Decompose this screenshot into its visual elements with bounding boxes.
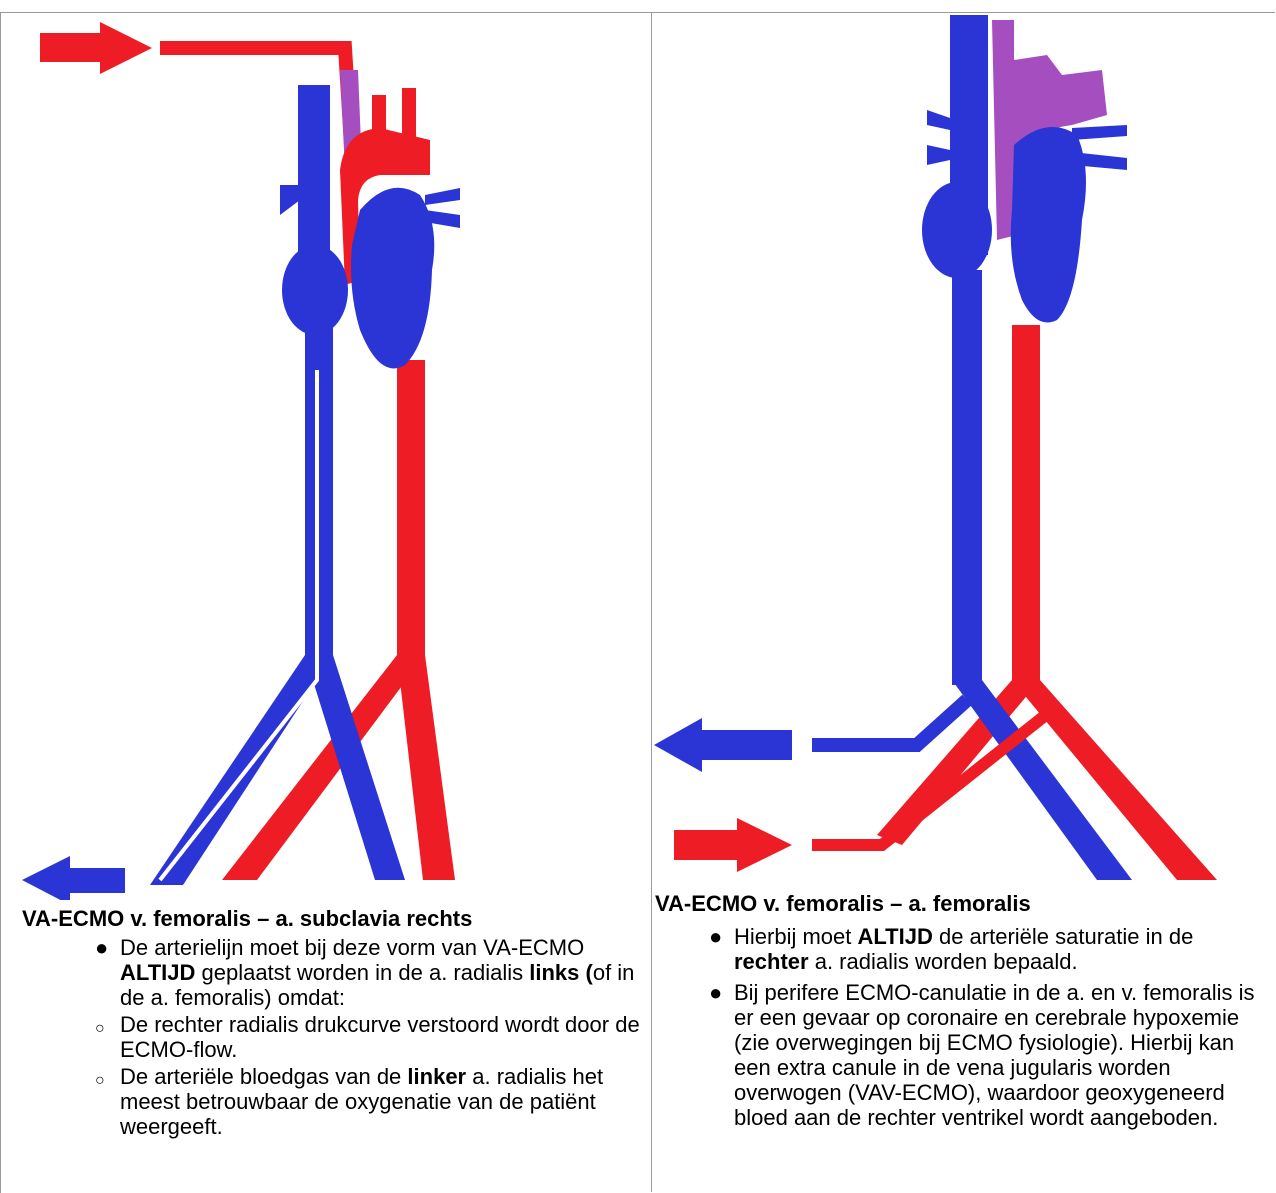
carotid-right (402, 88, 416, 143)
outflow-arrow (22, 856, 125, 900)
inferior-vena-cava (952, 270, 982, 685)
inflow-arrow (40, 22, 152, 74)
left-caption: VA-ECMO v. femoralis – a. subclavia rech… (22, 906, 472, 932)
outflow-arrow (654, 718, 792, 772)
inflow-arrow (674, 818, 792, 872)
ecmo-subclavia-diagram (0, 0, 651, 900)
right-caption: VA-ECMO v. femoralis – a. femoralis (655, 891, 1031, 917)
descending-aorta (1012, 325, 1040, 685)
right-iliac-artery (397, 655, 455, 880)
right-bullet-list: ●Hierbij moet ALTIJD de arteriële satura… (734, 924, 1274, 1136)
list-item: ●Bij perifere ECMO-canulatie in de a. en… (734, 980, 1274, 1130)
descending-aorta (397, 360, 425, 660)
right-atrium (922, 182, 992, 278)
circle-bullet-icon: ○ (95, 1068, 105, 1093)
venous-branch-left (150, 655, 333, 885)
heart (1011, 127, 1086, 323)
circle-bullet-icon: ○ (95, 1016, 105, 1041)
bullet-icon: ● (95, 935, 108, 960)
list-item: ○De arteriële bloedgas van de linker a. … (120, 1064, 640, 1139)
heart (351, 188, 434, 369)
bullet-icon: ● (709, 924, 722, 949)
carotid-left (372, 95, 386, 140)
superior-vena-cava (298, 85, 330, 260)
left-bullet-list: ●De arterielijn moet bij deze vorm van V… (120, 935, 640, 1141)
bullet-icon: ● (709, 980, 722, 1005)
right-atrium (282, 245, 348, 335)
ecmo-femoralis-diagram (652, 0, 1276, 888)
list-item: ●De arterielijn moet bij deze vorm van V… (120, 935, 640, 1010)
list-item: ●Hierbij moet ALTIJD de arteriële satura… (734, 924, 1274, 974)
list-item: ○De rechter radialis drukcurve verstoord… (120, 1012, 640, 1062)
venous-cannula (812, 700, 967, 745)
